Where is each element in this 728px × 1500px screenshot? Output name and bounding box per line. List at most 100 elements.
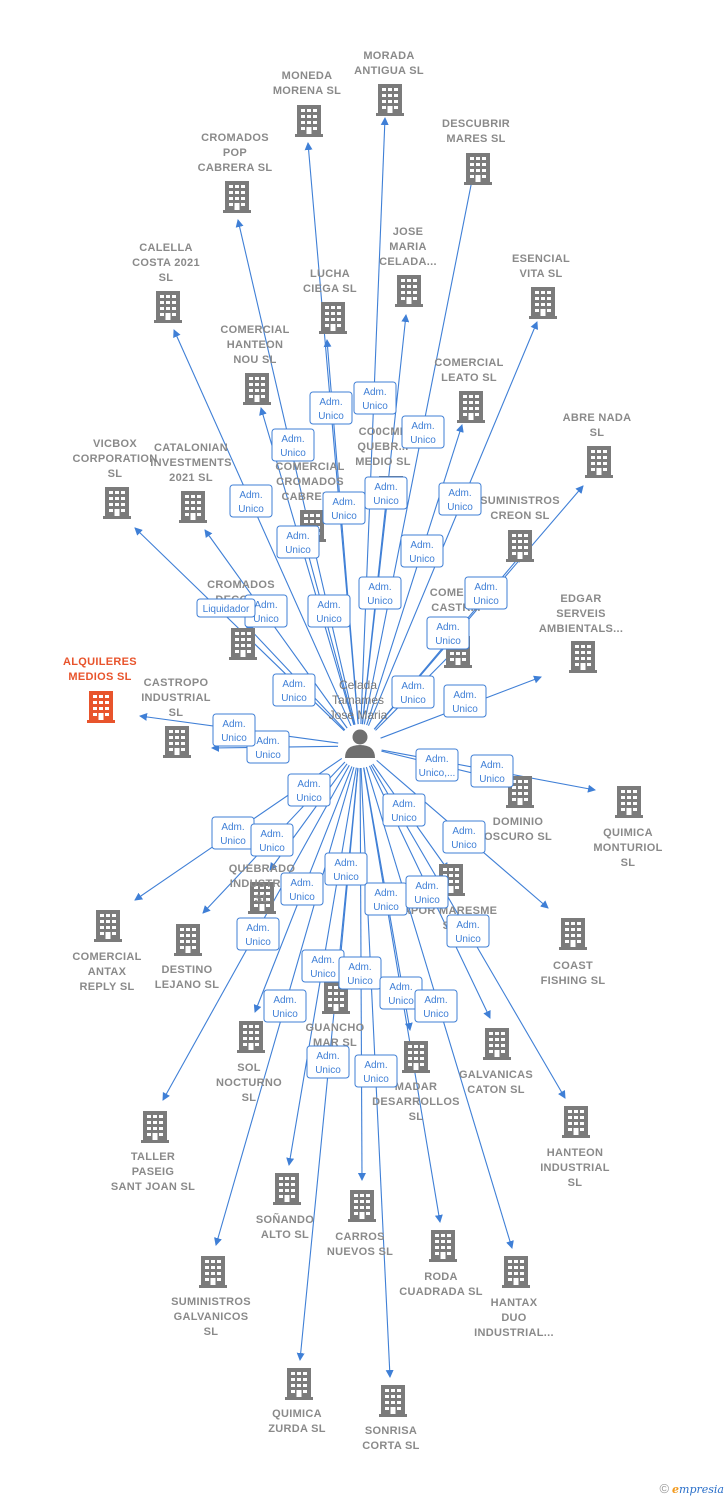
role-badge[interactable]: Adm.Unico [382,793,426,827]
role-badge[interactable]: Adm.Unico [426,616,470,650]
company-label-line: RODA [424,1271,458,1283]
role-badge-text: Adm. [374,888,397,899]
role-badge-text: Adm. [474,582,497,593]
role-badge[interactable]: Adm.Unico [446,914,490,948]
company-node-hantax[interactable]: HANTAXDUOINDUSTRIAL... [474,1256,554,1339]
role-badge[interactable]: Adm.Unico [354,1054,398,1088]
role-badge[interactable]: Adm.Unico [364,882,408,916]
role-badge[interactable]: Adm.Unico [438,482,482,516]
role-badge[interactable]: Adm.Unico [443,684,487,718]
role-badge[interactable]: Adm.Unico [353,381,397,415]
company-label-line: CORTA SL [362,1440,419,1452]
role-badge[interactable]: Adm.Unico [276,525,320,559]
role-badge[interactable]: Adm.Unico [324,852,368,886]
role-badge[interactable]: Adm.Unico [306,1045,350,1079]
role-badge[interactable]: Adm.Unico [211,816,255,850]
role-badge-text: Unico [409,554,435,565]
company-label-line: INDUSTRIAL [540,1162,610,1174]
role-badge-box [464,576,508,610]
role-badge-box [400,534,444,568]
role-badge[interactable]: Adm.Unico [358,576,402,610]
company-label-line: SL [242,1092,257,1104]
company-node-jose-maria[interactable]: JOSEMARIACELADA... [379,226,437,307]
role-badge-text: Unico [347,976,373,987]
role-badge[interactable]: Adm.Unico [401,415,445,449]
role-badge[interactable]: Adm.Unico [271,428,315,462]
role-badge[interactable]: Adm.Unico [307,594,351,628]
role-badge[interactable]: Adm.Unico [442,820,486,854]
building-icon [295,105,323,137]
role-badge[interactable]: Adm.Unico [470,754,514,788]
role-badge-box [309,391,353,425]
building-icon [243,373,271,405]
role-badge[interactable]: Adm.Unico [338,956,382,990]
role-badge[interactable]: Adm.Unico [379,976,423,1010]
role-badge[interactable]: Adm.Unico [287,773,331,807]
role-badge-box [401,415,445,449]
role-badge[interactable]: Adm.Unico [250,823,294,857]
role-badge[interactable]: Adm.Unico [464,576,508,610]
brand-footer[interactable]: ©empresia [659,1481,724,1496]
company-node-edgar[interactable]: EDGARSERVEISAMBIENTALS... [539,593,623,673]
role-badge[interactable]: Adm.Unico [229,484,273,518]
role-badge[interactable]: Adm.Unico [414,989,458,1023]
role-badge[interactable]: Adm.Unico [405,875,449,909]
edge-calella [173,329,352,727]
role-badge[interactable]: Adm.Unico [309,391,353,425]
role-badge[interactable]: Adm.Unico [263,989,307,1023]
role-badge[interactable]: Adm.Unico [301,949,345,983]
role-badge[interactable]: Adm.Unico [236,917,280,951]
company-label-line: HANTAX [491,1297,538,1309]
role-badge[interactable]: Adm.Unico [280,872,324,906]
role-badge[interactable]: Adm.Unico [322,491,366,525]
role-badge[interactable]: Adm.Unico [391,675,435,709]
role-badge[interactable]: Adm.Unico [246,730,290,764]
edge-cromados-pop [235,219,356,725]
building-icon [94,910,122,942]
role-badge[interactable]: Adm.Unico [364,476,408,510]
building-icon [483,1028,511,1060]
role-badge[interactable]: Adm.Unico [212,713,256,747]
role-badge[interactable]: Adm.Unico [400,534,444,568]
role-badge[interactable]: Adm.Unico [272,673,316,707]
role-badge[interactable]: Liquidador [196,598,256,618]
company-label-line: CROMADOS [207,579,275,591]
role-badge[interactable]: Adm.Unico,... [415,748,459,782]
edge-morada [360,117,389,725]
